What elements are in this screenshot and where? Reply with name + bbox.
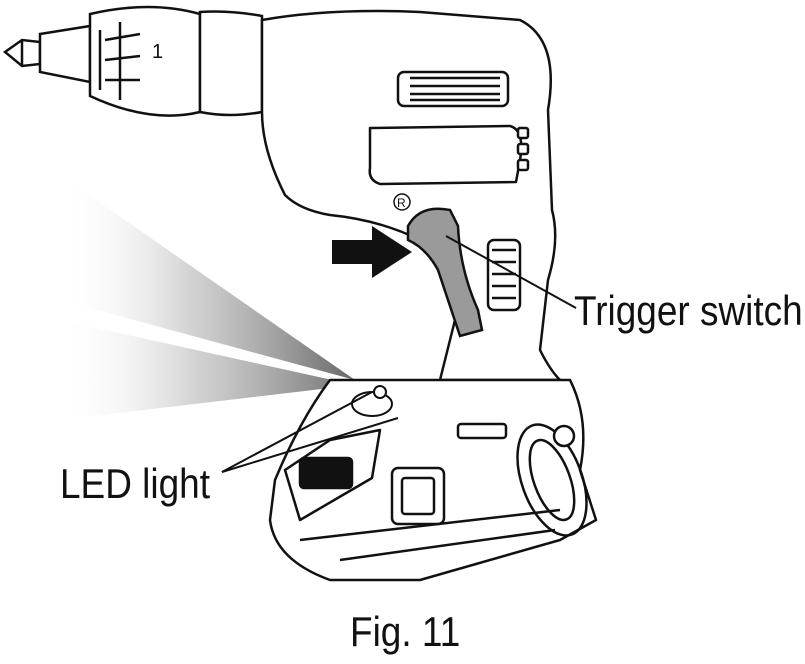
led-light-beams	[60, 175, 355, 420]
screwdriver-bit	[2, 38, 42, 68]
svg-text:1: 1	[152, 41, 163, 63]
figure-caption: Fig. 11	[350, 608, 461, 655]
reverse-mark-icon: R	[393, 193, 411, 211]
press-arrow-icon	[332, 226, 412, 278]
battery-pack	[268, 378, 598, 582]
leader-lines	[221, 235, 577, 473]
led-light-label: LED light	[60, 460, 210, 507]
belt-hook	[516, 423, 588, 537]
trigger-switch	[406, 207, 484, 338]
tool-housing	[260, 9, 562, 382]
trigger-switch-label: Trigger switch	[574, 287, 803, 334]
reverse-mark-text: R	[397, 196, 406, 210]
nose-cone: 1	[38, 5, 264, 117]
